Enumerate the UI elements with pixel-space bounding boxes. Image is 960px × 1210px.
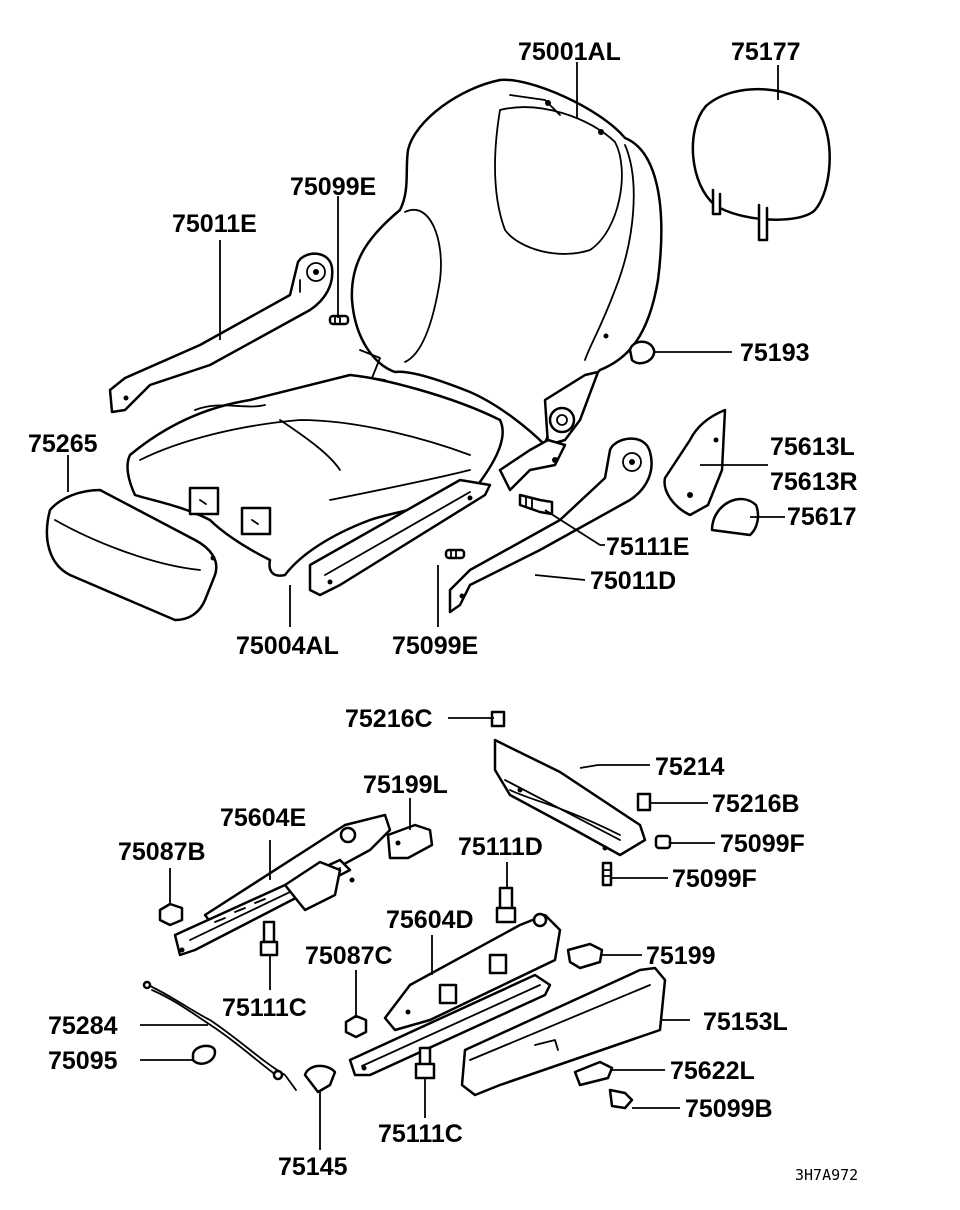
bolt-c-lower-part — [414, 1046, 436, 1080]
cover-right-part — [566, 942, 604, 970]
label-recliner-knob: 75617 — [787, 503, 857, 531]
label-cushion: 75004AL — [236, 632, 339, 660]
label-bolt-c-lower: 75111C — [378, 1120, 463, 1148]
label-headrest: 75177 — [731, 38, 801, 66]
label-screw-f: 75099F — [672, 865, 757, 893]
rail-trim-part — [460, 966, 667, 1097]
label-nut-f: 75099F — [720, 830, 805, 858]
label-bolt-d: 75111D — [458, 833, 543, 861]
cushion-side-pad-part — [45, 488, 218, 622]
recliner-knob-part — [710, 497, 760, 537]
knob-part — [628, 340, 656, 365]
label-nut-b: 75087B — [118, 838, 206, 866]
nut-b-part — [158, 902, 184, 927]
cushion-part — [126, 373, 504, 597]
recliner-cover-part — [663, 408, 727, 517]
nut-c-part — [344, 1014, 368, 1039]
label-bolt-b: 75099B — [685, 1095, 773, 1123]
label-bolt-c-upper: 75111C — [222, 994, 307, 1022]
trim-cap-part — [573, 1060, 614, 1087]
clip-c-part — [490, 710, 506, 728]
headrest-part — [691, 87, 831, 242]
label-nut-c: 75087C — [305, 942, 393, 970]
bolt-b-part — [608, 1088, 634, 1110]
clip-b-part — [636, 792, 652, 812]
rod-part — [493, 738, 647, 857]
rail-left-part — [173, 813, 392, 957]
nut-f-part — [654, 834, 672, 850]
bolt-d-part — [495, 886, 517, 924]
label-recliner-cover-l: 75613L — [770, 433, 855, 461]
screw-f-part — [601, 861, 613, 887]
label-recliner-cover-r: 75613R — [770, 468, 858, 496]
label-rail-trim: 75153L — [703, 1008, 788, 1036]
label-trim-cap: 75622L — [670, 1057, 755, 1085]
rail-right-part — [348, 912, 562, 1077]
label-rail-right: 75604D — [386, 906, 474, 934]
label-cushion-side-pad: 75265 — [28, 430, 98, 458]
label-clamp: 75095 — [48, 1047, 118, 1075]
label-side-cover-right: 75011D — [590, 567, 676, 595]
cap-part — [303, 1064, 337, 1094]
recliner-mechanism — [498, 370, 600, 492]
label-bolt-upper-left: 75099E — [290, 173, 376, 201]
label-cover-l: 75199L — [363, 771, 448, 799]
leader-lines — [67, 62, 785, 1150]
side-cover-right-part — [448, 437, 653, 614]
cable-part — [142, 980, 297, 1091]
label-knob: 75193 — [740, 339, 810, 367]
clamp-part — [191, 1044, 217, 1065]
label-cap: 75145 — [278, 1153, 348, 1181]
label-clip-c: 75216C — [345, 705, 433, 733]
label-cover-right: 75199 — [646, 942, 716, 970]
diagram-code: 3H7A972 — [795, 1166, 858, 1184]
label-rail-left: 75604E — [220, 804, 306, 832]
side-cover-left-part — [108, 252, 334, 414]
bolt-upper-part — [328, 314, 350, 326]
bolt-lower-part — [444, 548, 466, 560]
bolt-c-upper-part — [259, 920, 279, 957]
label-rod: 75214 — [655, 753, 725, 781]
label-bolt-lower: 75099E — [392, 632, 478, 660]
label-side-cover-left: 75011E — [172, 210, 257, 238]
part-labels: 75001AL 75177 75099E 75011E 75193 75265 … — [28, 38, 858, 1184]
label-seatback: 75001AL — [518, 38, 621, 66]
label-bolt-right: 75111E — [606, 533, 689, 561]
cover-l-part — [386, 823, 434, 860]
label-clip-b: 75216B — [712, 790, 800, 818]
label-cable: 75284 — [48, 1012, 118, 1040]
